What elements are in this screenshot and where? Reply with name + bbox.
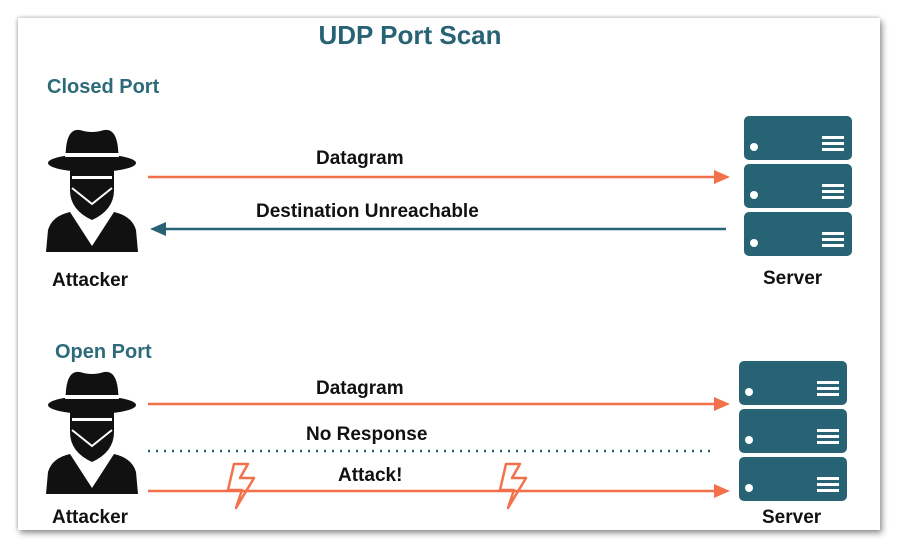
open-port-heading: Open Port: [55, 341, 152, 363]
closed-port-heading: Closed Port: [47, 76, 160, 98]
lightning-bolt-icon: [498, 462, 528, 510]
attacker-hacker-icon: [45, 128, 139, 253]
open-attacker-label: Attacker: [52, 507, 129, 528]
destination-unreachable-label: Destination Unreachable: [256, 201, 479, 222]
datagram-arrow: [148, 170, 730, 184]
closed-datagram-label: Datagram: [316, 148, 404, 169]
open-server-label: Server: [762, 507, 822, 528]
open-datagram-label: Datagram: [316, 378, 404, 399]
closed-server-label: Server: [763, 268, 823, 289]
datagram-arrow: [148, 397, 730, 411]
server-rack-icon: [744, 116, 852, 256]
lightning-bolt-icon: [226, 462, 256, 510]
no-response-label: No Response: [306, 424, 428, 445]
page-title: UDP Port Scan: [318, 20, 502, 50]
attacker-hacker-icon: [45, 370, 139, 495]
unreachable-arrow: [150, 222, 726, 236]
attack-label: Attack!: [338, 465, 403, 486]
closed-attacker-label: Attacker: [52, 270, 129, 291]
server-rack-icon: [739, 361, 847, 501]
diagram-frame: [18, 18, 880, 530]
